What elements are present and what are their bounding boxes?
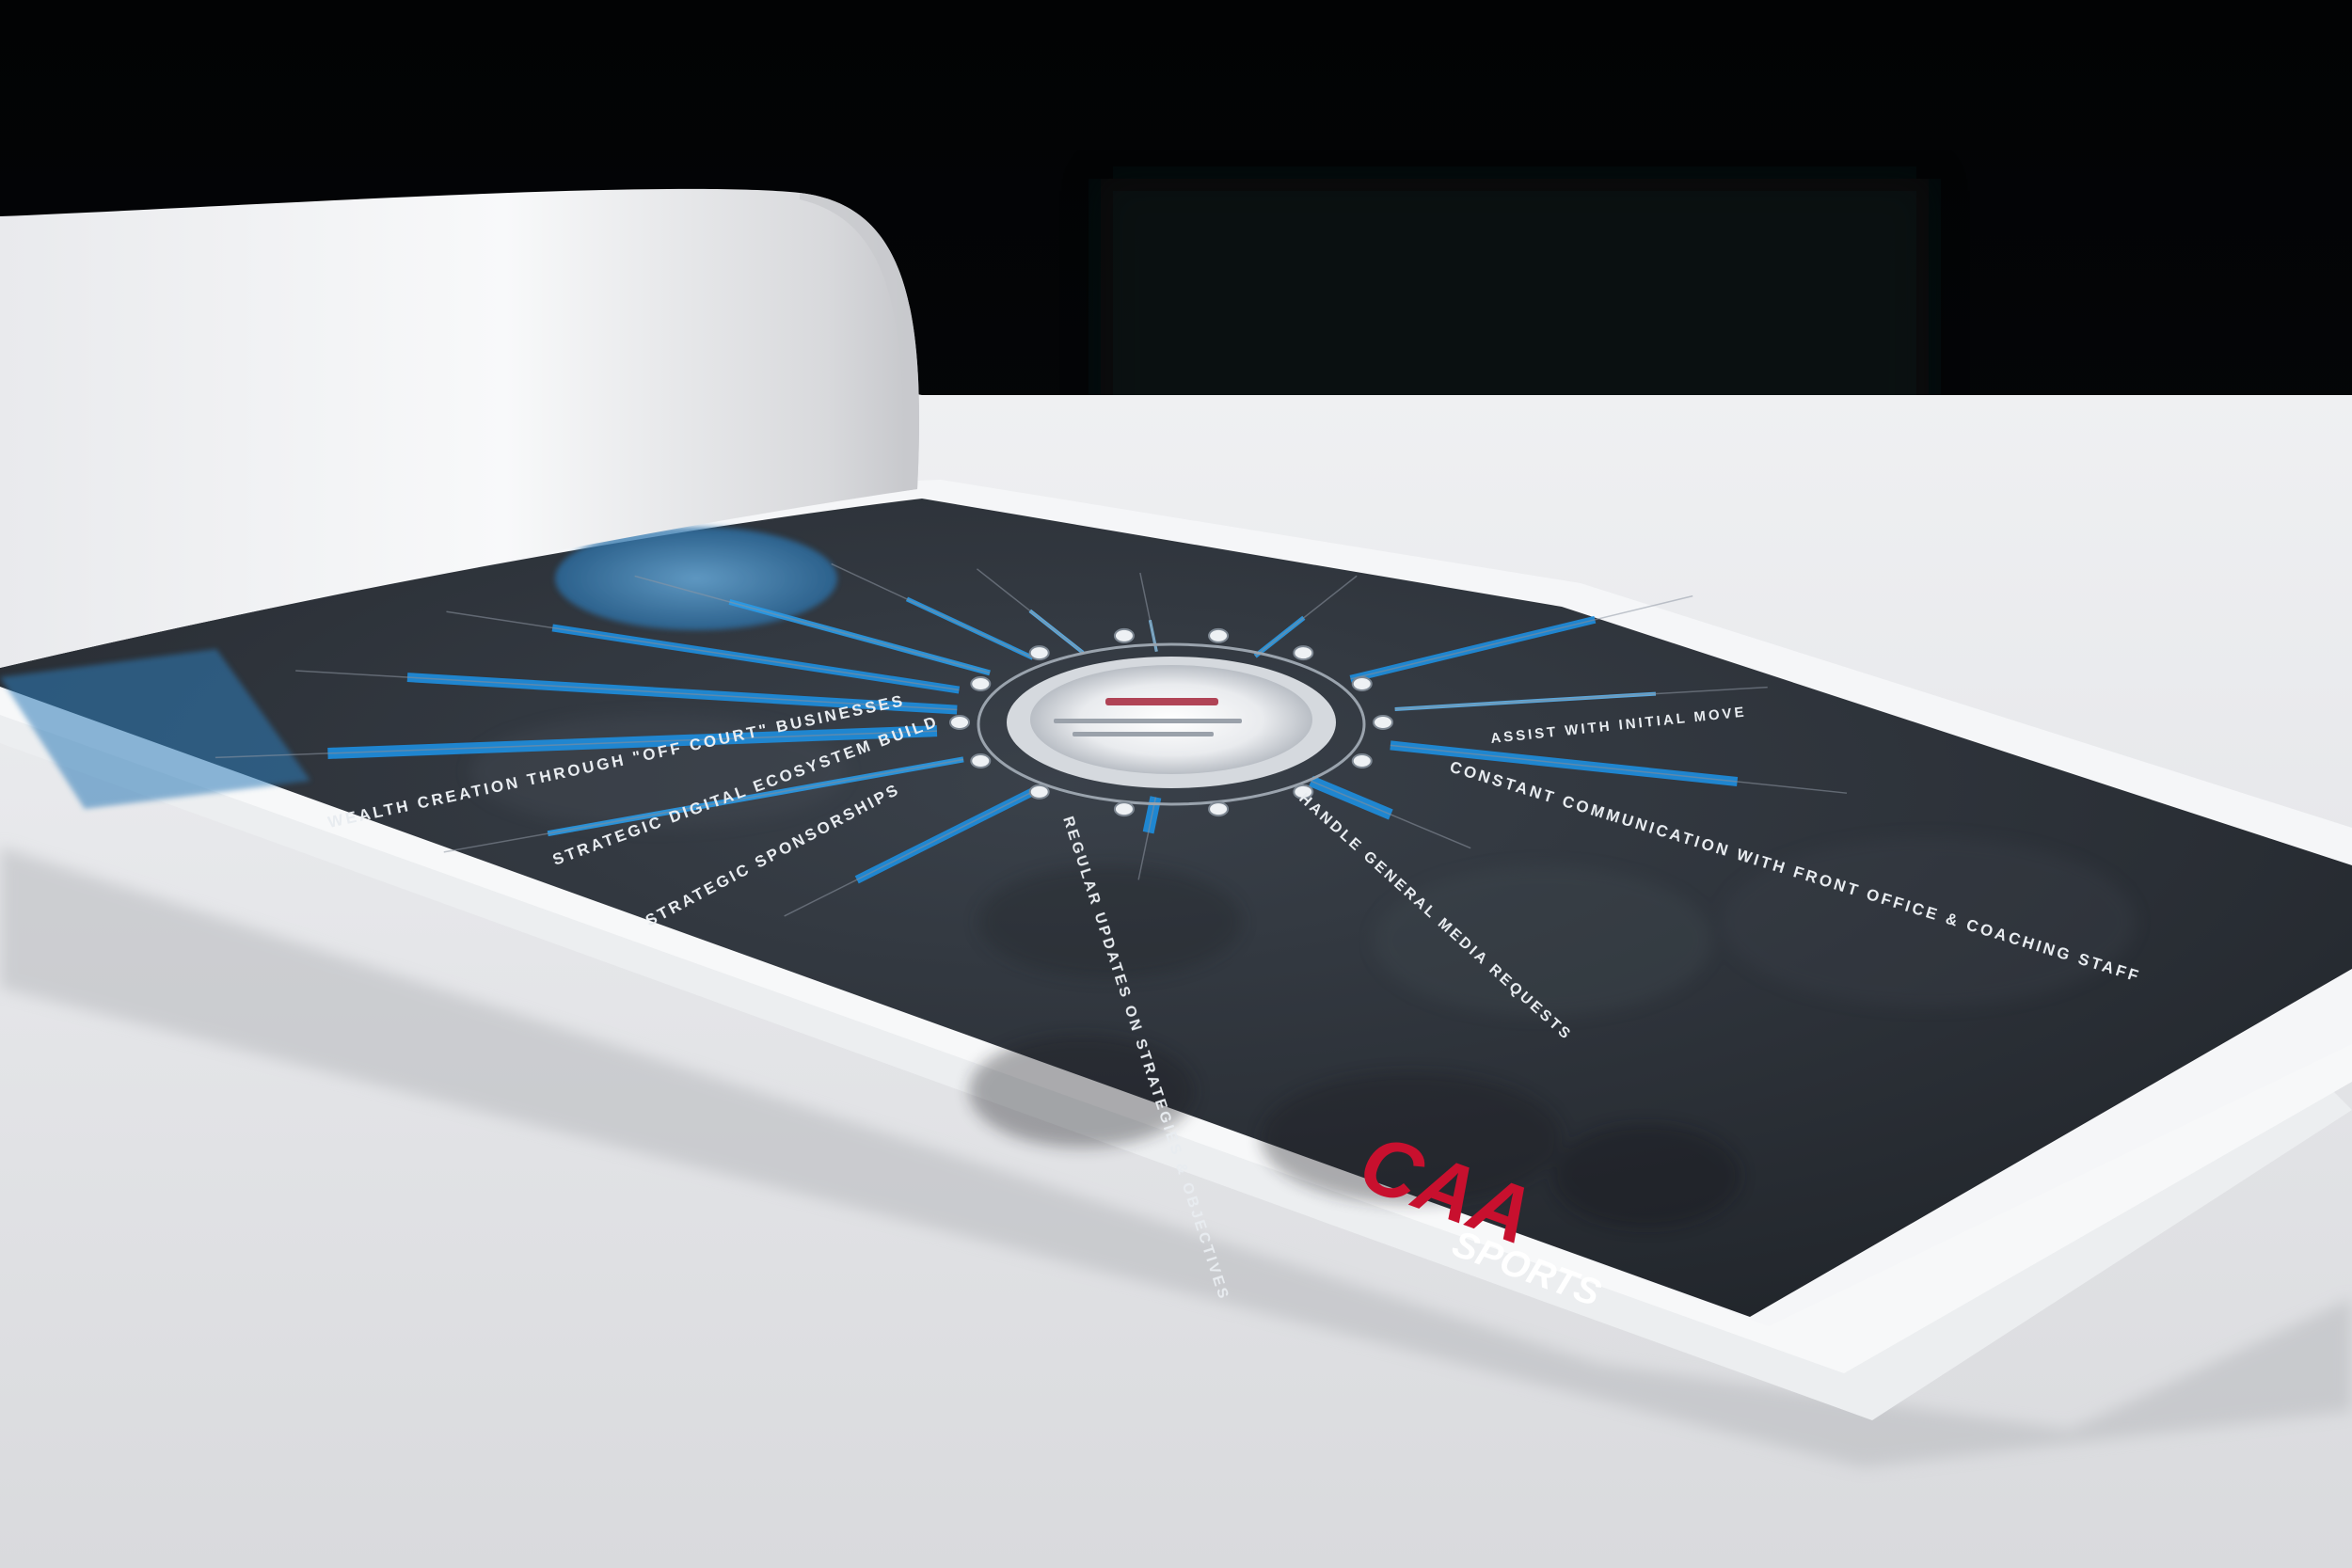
ray-guide-line (1394, 686, 1768, 710)
hub-node (1293, 784, 1314, 800)
hub-node (1028, 784, 1050, 800)
hub-outer-ring (977, 642, 1366, 806)
ray-guide-line (215, 730, 937, 759)
hub-node (1208, 801, 1230, 817)
ray-guide-line (1139, 572, 1158, 652)
hub-node (1293, 645, 1314, 661)
blue-disc-graphic (555, 527, 837, 630)
hub-node (1351, 753, 1373, 769)
hub-node (970, 753, 992, 769)
ray-guide-line (1390, 744, 1848, 794)
blue-panel-graphic (0, 649, 310, 809)
hub-node (1208, 627, 1230, 643)
ray-guide-line (1350, 594, 1693, 680)
ray-guide-line (831, 562, 1034, 659)
hub-node (1028, 645, 1050, 661)
hub-node (949, 715, 970, 730)
ray-guide-line (443, 758, 964, 853)
hub-node (970, 675, 992, 691)
hub-text-line (1073, 732, 1214, 736)
radial-rays (215, 562, 1848, 917)
hub-node (1113, 801, 1135, 817)
ray-guide-line (1311, 780, 1471, 849)
hub-node (1351, 675, 1373, 691)
hub-title-mark (1105, 698, 1218, 705)
hub-nodes (949, 627, 1393, 817)
curled-page (0, 188, 920, 668)
hub-text-line (1054, 719, 1242, 723)
ray-guide-line (784, 788, 1039, 917)
hub-node (1373, 715, 1393, 730)
ray-guide-line (446, 610, 960, 691)
hub-node (1113, 627, 1135, 643)
ray-guide-line (295, 670, 958, 711)
ray-guide-line (634, 575, 991, 674)
ray-guide-line (1254, 575, 1358, 657)
ray-guide-line (1137, 797, 1157, 880)
curled-page-edge-shade (800, 193, 920, 491)
ray-guide-line (976, 568, 1084, 654)
